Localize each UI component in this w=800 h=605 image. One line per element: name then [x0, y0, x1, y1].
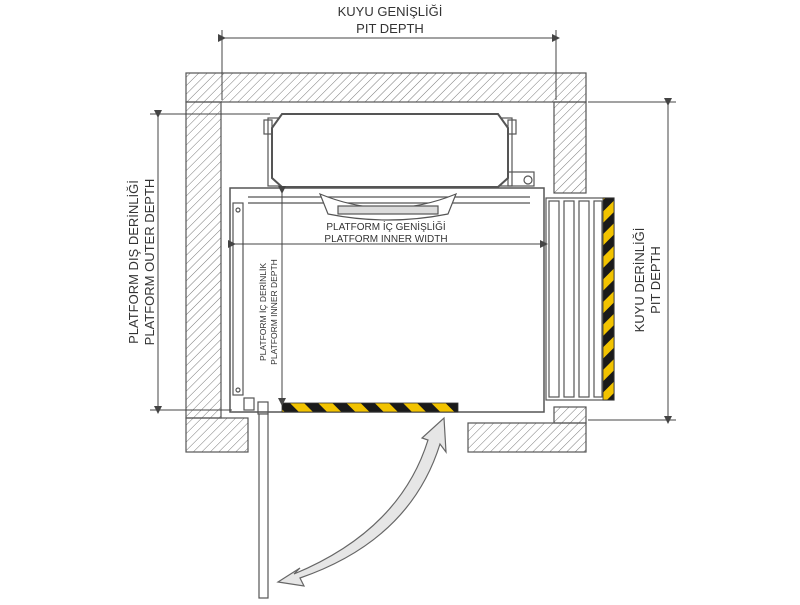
control-panel-strip	[337, 205, 439, 215]
wall-left	[185, 101, 222, 419]
door-leaf	[258, 413, 269, 599]
rail-bolt	[235, 387, 241, 393]
drive-connector	[507, 171, 535, 187]
safety-edge-bottom	[281, 402, 459, 413]
drive-body	[271, 113, 509, 188]
drive-pulley	[523, 175, 533, 185]
gate-slat	[548, 200, 560, 398]
wall-right-upper	[553, 101, 587, 194]
folding-gate	[545, 197, 615, 401]
gate-slat	[593, 200, 603, 398]
wall-bottom-right	[467, 422, 587, 453]
gate-safety-strip	[602, 197, 615, 401]
platform-left-rail	[232, 202, 244, 396]
label-pit-width-tr: KUYU GENİŞLİĞİ	[338, 4, 443, 19]
platform-left-post	[243, 397, 255, 411]
label-pit-depth-tr: KUYU DERİNLİĞİ	[632, 228, 647, 333]
label-pit-depth-en: PIT DEPTH	[648, 246, 663, 314]
label-platform-inner-width-en: PLATFORM INNER WIDTH	[324, 234, 447, 245]
wall-bottom-left	[185, 417, 249, 453]
drive-bracket-left	[263, 119, 273, 135]
label-platform-inner-width-tr: PLATFORM İÇ GENİŞLİĞİ	[326, 220, 445, 233]
gate-slat	[578, 200, 590, 398]
label-platform-outer-depth-tr: PLATFORM DIŞ DERİNLİĞİ	[126, 180, 141, 344]
dimension-lines	[150, 30, 676, 424]
gate-slat	[563, 200, 575, 398]
door-swing-arrow	[276, 416, 447, 587]
swing-door	[258, 413, 447, 599]
pit-walls	[185, 72, 587, 453]
rail-bolt	[235, 207, 241, 213]
label-platform-inner-depth-en: PLATFORM INNER DEPTH	[269, 259, 279, 365]
wall-top	[185, 72, 587, 103]
label-pit-width-en: PIT DEPTH	[356, 21, 424, 36]
drive-bracket-right	[507, 119, 517, 135]
label-platform-outer-depth-en: PLATFORM OUTER DEPTH	[142, 179, 157, 346]
label-platform-inner-depth-tr: PLATFORM İÇ DERİNLİK	[258, 263, 268, 361]
drive-unit	[263, 113, 535, 188]
wall-right-lower	[553, 406, 587, 424]
